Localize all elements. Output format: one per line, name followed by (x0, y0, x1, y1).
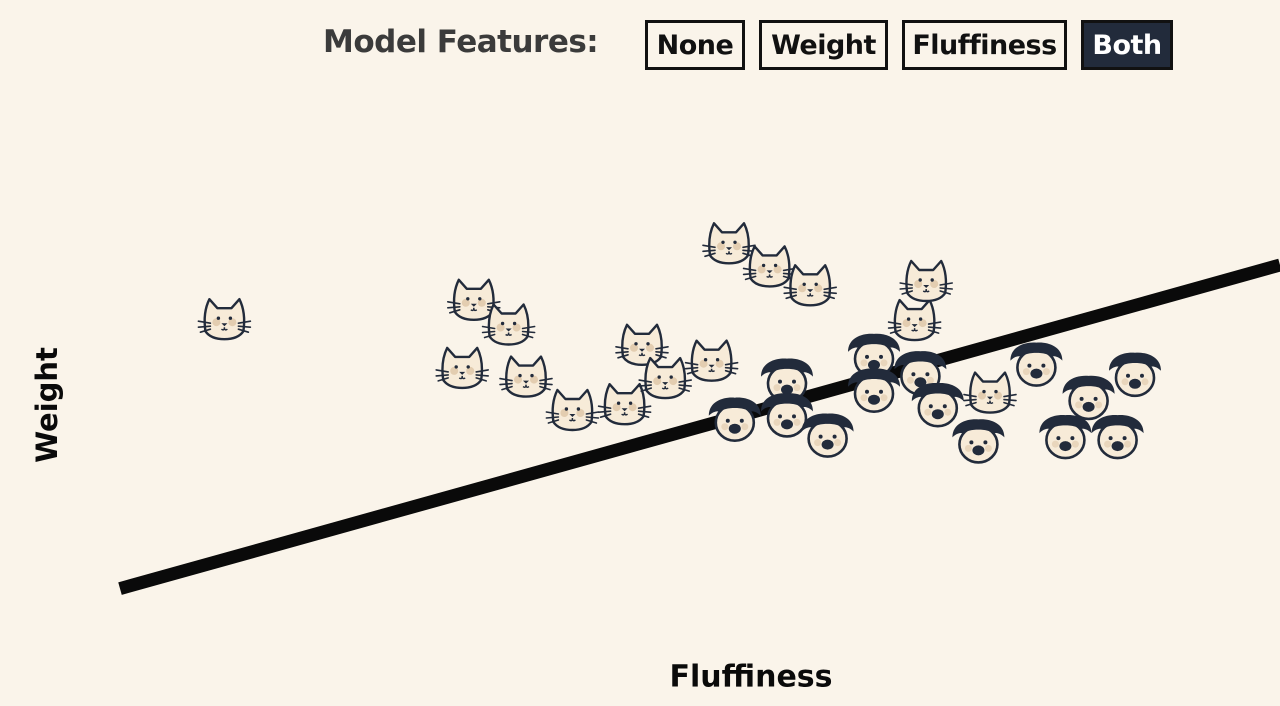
cat-icon-point-9 (684, 339, 739, 382)
cat-icon-point-0 (197, 298, 252, 341)
dog-icon-point-10 (800, 412, 855, 458)
dog-icon-point-7 (1061, 374, 1116, 421)
dog-icon-point-3 (846, 367, 902, 414)
cat-icon-point-14 (899, 259, 954, 303)
dog-icon-point-4 (910, 381, 966, 428)
cat-icon-point-7 (614, 323, 670, 366)
y-axis-label: Weight (30, 347, 64, 463)
cat-icon-point-2 (481, 303, 536, 346)
both-button[interactable]: Both (1081, 20, 1173, 70)
weight-button[interactable]: Weight (759, 20, 888, 70)
dog-icon-point-11 (951, 417, 1006, 464)
cat-icon-point-12 (783, 264, 838, 307)
cat-icon-point-5 (545, 388, 600, 432)
dog-icon-point-6 (1107, 351, 1163, 398)
cat-icon-point-3 (435, 346, 490, 390)
fluffiness-button[interactable]: Fluffiness (902, 20, 1067, 70)
cat-icon-point-15 (962, 371, 1018, 414)
dog-icon-point-8 (707, 396, 763, 443)
model-features-label: Model Features: (323, 24, 599, 60)
cat-icon-point-10 (701, 222, 757, 265)
cat-icon-point-4 (498, 355, 554, 398)
dog-icon-point-9 (759, 391, 815, 438)
none-button[interactable]: None (645, 20, 745, 70)
decision-boundary-line (118, 258, 1280, 595)
dog-icon-point-5 (1009, 341, 1064, 387)
x-axis-label: Fluffiness (669, 659, 833, 695)
dog-icon-point-12 (1038, 413, 1093, 460)
dog-icon-point-13 (1090, 413, 1145, 460)
cat-icon-point-11 (742, 245, 797, 288)
cat-icon-point-8 (638, 356, 693, 400)
cat-icon-point-13 (887, 298, 942, 342)
